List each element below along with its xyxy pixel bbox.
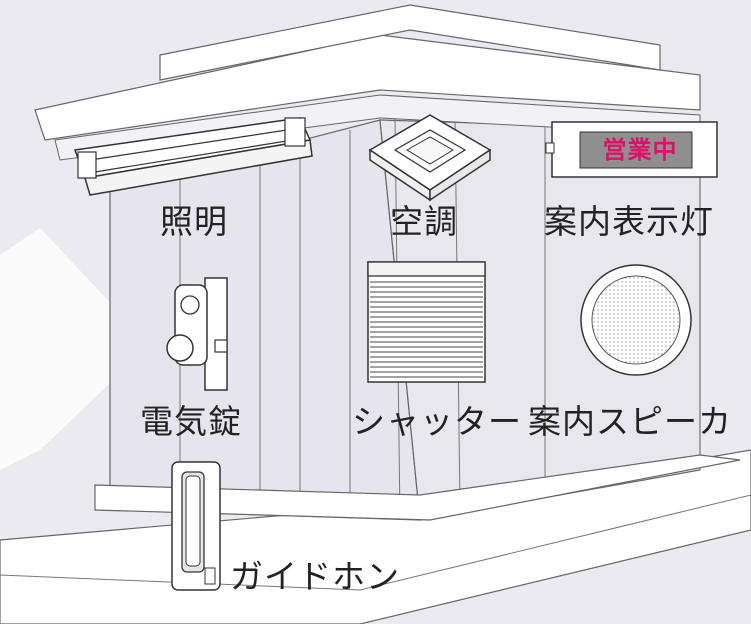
electric-lock-icon bbox=[166, 277, 228, 391]
label-air-conditioning: 空調 bbox=[390, 202, 458, 241]
label-electric-lock: 電気錠 bbox=[140, 402, 242, 441]
shutter-icon bbox=[367, 261, 486, 383]
fluorescent-light-icon bbox=[73, 117, 313, 196]
label-guide-sign: 案内表示灯 bbox=[544, 202, 714, 241]
speaker-icon bbox=[580, 264, 692, 376]
label-lighting: 照明 bbox=[160, 202, 228, 241]
label-shutter: シャッター bbox=[352, 402, 522, 441]
left-arrow-shape bbox=[0, 228, 150, 470]
cassette-air-conditioner-icon bbox=[368, 114, 492, 202]
label-guide-phone: ガイドホン bbox=[230, 557, 400, 596]
intercom-phone-icon bbox=[171, 461, 221, 591]
label-guide-speaker: 案内スピーカ bbox=[528, 402, 732, 441]
guide-sign-icon bbox=[545, 121, 718, 178]
sign-display-text: 営業中 bbox=[602, 136, 678, 164]
